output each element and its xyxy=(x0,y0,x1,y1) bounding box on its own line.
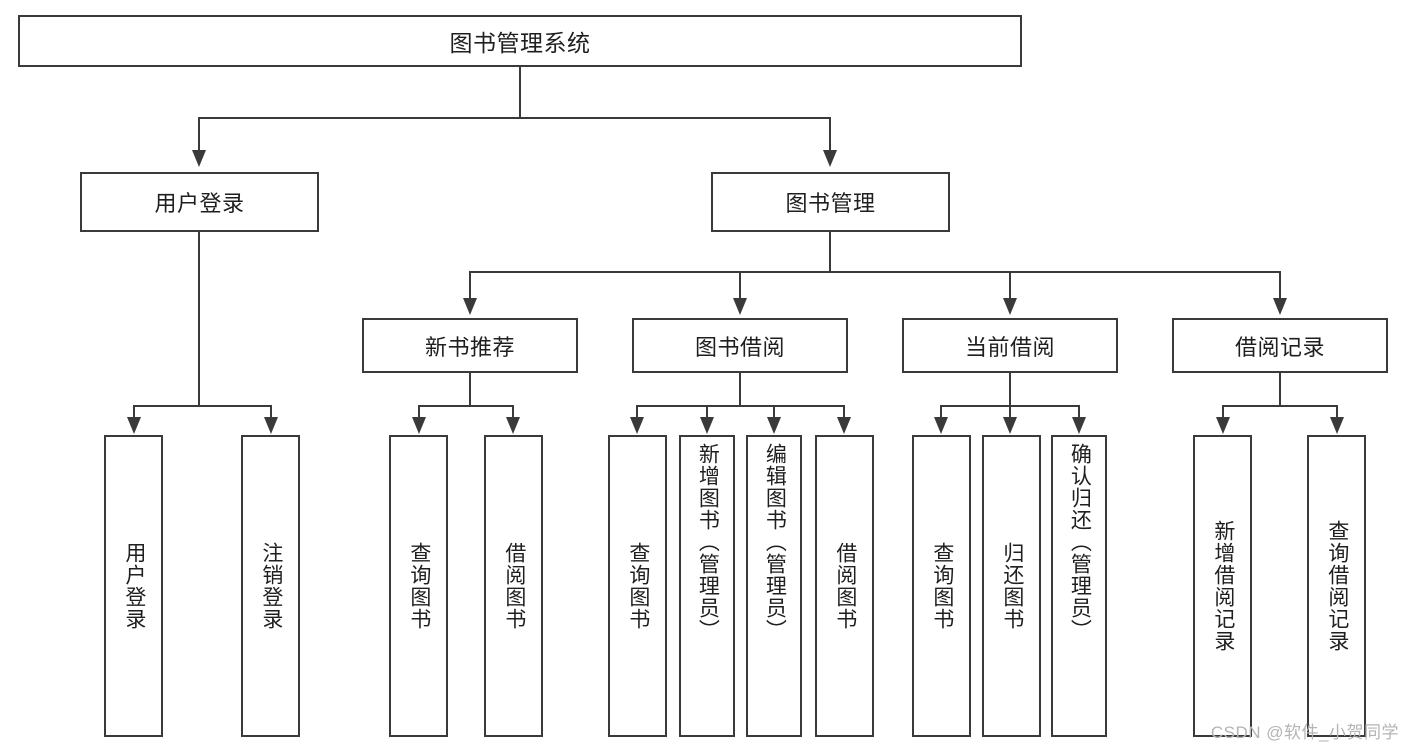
connector-user-login-stem xyxy=(198,232,200,407)
connector-borrow-record-stem xyxy=(1279,373,1281,407)
node-borrow-record[interactable]: 借阅记录 xyxy=(1172,318,1388,373)
leaf-label: 归还图书 xyxy=(1000,542,1024,630)
connector-level3-drop-3 xyxy=(1009,271,1011,301)
leaf-label: 新增图书（管理员） xyxy=(696,443,720,641)
connector-user-login-drop-2 xyxy=(270,405,272,420)
node-label: 新书推荐 xyxy=(424,334,515,360)
connector-user-login-bus xyxy=(133,405,272,407)
connector-level3-drop-1 xyxy=(469,271,471,301)
leaf-label: 查询图书 xyxy=(930,542,954,630)
arrow-to-current-borrow xyxy=(1003,298,1017,315)
arrow-to-leaf-nbr-borrow-book xyxy=(506,417,520,434)
connector-level2-bus xyxy=(198,117,831,119)
arrow-to-leaf-br-query-record xyxy=(1330,417,1344,434)
leaf-cb-confirm-return[interactable]: 确认归还（管理员） xyxy=(1051,435,1107,737)
connector-bb-drop-2 xyxy=(706,405,708,420)
node-label: 用户登录 xyxy=(154,191,245,216)
node-user-login[interactable]: 用户登录 xyxy=(80,172,319,232)
leaf-label: 查询图书 xyxy=(626,542,650,630)
arrow-to-borrow-record xyxy=(1273,298,1287,315)
leaf-nbr-query-book[interactable]: 查询图书 xyxy=(389,435,448,737)
connector-level3-drop-4 xyxy=(1279,271,1281,301)
arrow-to-book-borrow xyxy=(733,298,747,315)
connector-new-book-recommend-stem xyxy=(469,373,471,407)
leaf-bb-add-book[interactable]: 新增图书（管理员） xyxy=(679,435,735,737)
connector-bb-drop-3 xyxy=(773,405,775,420)
leaf-user-login[interactable]: 用户登录 xyxy=(104,435,163,737)
leaf-label: 查询借阅记录 xyxy=(1325,520,1349,652)
arrow-to-leaf-cb-confirm-return xyxy=(1072,417,1086,434)
leaf-label: 注销登录 xyxy=(259,542,283,630)
arrow-to-leaf-bb-query-book xyxy=(630,417,644,434)
connector-cb-drop-3 xyxy=(1078,405,1080,420)
connector-br-drop-2 xyxy=(1336,405,1338,420)
leaf-label: 用户登录 xyxy=(122,542,146,630)
arrow-to-leaf-br-add-record xyxy=(1216,417,1230,434)
node-new-book-recommend[interactable]: 新书推荐 xyxy=(362,318,578,373)
arrow-to-leaf-logout xyxy=(264,417,278,434)
connector-borrow-record-bus xyxy=(1222,405,1338,407)
node-current-borrow[interactable]: 当前借阅 xyxy=(902,318,1118,373)
leaf-label: 借阅图书 xyxy=(833,542,857,630)
arrow-to-book-management xyxy=(823,150,837,167)
node-label: 图书管理 xyxy=(785,191,876,216)
arrow-to-leaf-bb-edit-book xyxy=(767,417,781,434)
connector-user-login-drop-1 xyxy=(133,405,135,420)
node-label: 图书管理系统 xyxy=(449,30,591,56)
connector-book-borrow-stem xyxy=(739,373,741,407)
node-label: 当前借阅 xyxy=(964,334,1055,360)
leaf-cb-query-book[interactable]: 查询图书 xyxy=(912,435,971,737)
arrow-to-user-login xyxy=(192,150,206,167)
connector-book-borrow-bus xyxy=(636,405,844,407)
node-label: 借阅记录 xyxy=(1234,334,1325,360)
arrow-to-leaf-cb-return-book xyxy=(1003,417,1017,434)
arrow-to-new-book-recommend xyxy=(463,298,477,315)
leaf-label: 编辑图书（管理员） xyxy=(763,443,787,641)
arrow-to-leaf-nbr-query-book xyxy=(412,417,426,434)
leaf-br-query-record[interactable]: 查询借阅记录 xyxy=(1307,435,1366,737)
leaf-logout[interactable]: 注销登录 xyxy=(241,435,300,737)
csdn-watermark: CSDN @软件_小贺同学 xyxy=(1210,723,1399,742)
leaf-cb-return-book[interactable]: 归还图书 xyxy=(982,435,1041,737)
connector-nbr-drop-2 xyxy=(512,405,514,420)
connector-level3-bus xyxy=(469,271,1281,273)
connector-level3-drop-2 xyxy=(739,271,741,301)
connector-bb-drop-1 xyxy=(636,405,638,420)
leaf-label: 确认归还（管理员） xyxy=(1068,443,1092,641)
arrow-to-leaf-user-login xyxy=(127,417,141,434)
connector-book-management-stem xyxy=(829,232,831,273)
connector-cb-drop-1 xyxy=(940,405,942,420)
leaf-label: 查询图书 xyxy=(407,542,431,630)
connector-br-drop-1 xyxy=(1222,405,1224,420)
leaf-label: 借阅图书 xyxy=(502,542,526,630)
node-root-book-management-system[interactable]: 图书管理系统 xyxy=(18,15,1022,67)
arrow-to-leaf-bb-borrow-book xyxy=(837,417,851,434)
node-book-management[interactable]: 图书管理 xyxy=(711,172,950,232)
leaf-bb-borrow-book[interactable]: 借阅图书 xyxy=(815,435,874,737)
connector-level2-drop-book-management xyxy=(829,117,831,152)
leaf-label: 新增借阅记录 xyxy=(1211,520,1235,652)
arrow-to-leaf-cb-query-book xyxy=(934,417,948,434)
connector-cb-drop-2 xyxy=(1009,405,1011,420)
leaf-br-add-record[interactable]: 新增借阅记录 xyxy=(1193,435,1252,737)
leaf-nbr-borrow-book[interactable]: 借阅图书 xyxy=(484,435,543,737)
connector-current-borrow-stem xyxy=(1009,373,1011,407)
connector-bb-drop-4 xyxy=(843,405,845,420)
connector-nbr-drop-1 xyxy=(418,405,420,420)
connector-new-book-recommend-bus xyxy=(418,405,514,407)
arrow-to-leaf-bb-add-book xyxy=(700,417,714,434)
connector-level2-drop-user-login xyxy=(198,117,200,152)
node-label: 图书借阅 xyxy=(694,334,785,360)
leaf-bb-query-book[interactable]: 查询图书 xyxy=(608,435,667,737)
connector-root-stem xyxy=(519,67,521,117)
leaf-bb-edit-book[interactable]: 编辑图书（管理员） xyxy=(746,435,802,737)
node-book-borrow[interactable]: 图书借阅 xyxy=(632,318,848,373)
